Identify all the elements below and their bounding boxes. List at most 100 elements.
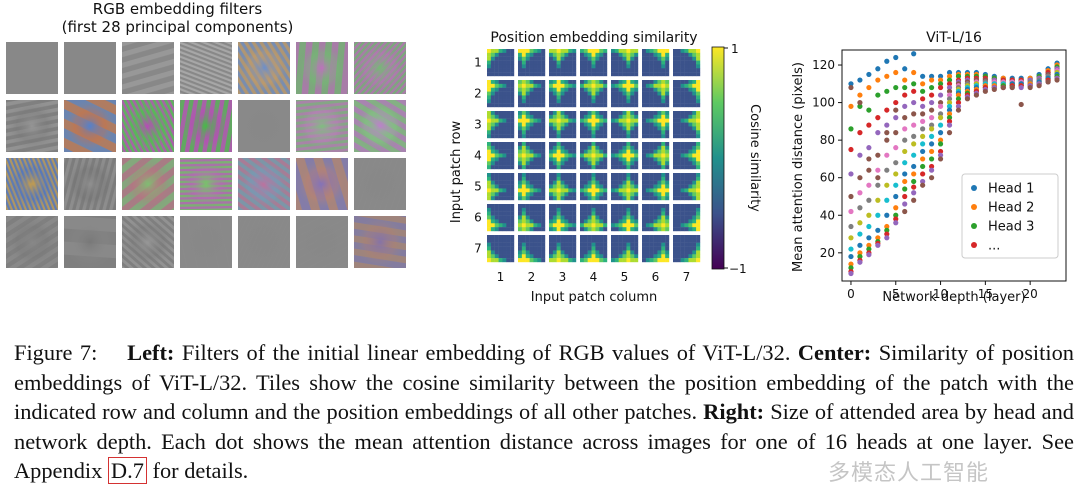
data-point bbox=[857, 190, 863, 196]
filter-tile bbox=[238, 100, 290, 152]
caption-end-text: for details. bbox=[152, 458, 249, 483]
watermark: 多模态人工智能 bbox=[828, 461, 990, 486]
data-point bbox=[857, 130, 863, 136]
row-tick: 1 bbox=[474, 56, 482, 70]
y-tick-label: 120 bbox=[812, 58, 835, 72]
y-tick-label: 80 bbox=[820, 133, 835, 147]
data-point bbox=[857, 250, 863, 256]
data-point bbox=[1018, 101, 1024, 108]
similarity-tile bbox=[642, 80, 670, 108]
data-point bbox=[1054, 77, 1060, 83]
row-tick: 7 bbox=[474, 242, 482, 256]
data-point bbox=[884, 223, 890, 230]
data-point bbox=[893, 107, 899, 113]
data-point bbox=[902, 186, 908, 192]
data-point bbox=[848, 246, 854, 252]
data-point bbox=[902, 92, 908, 98]
similarity-tile bbox=[611, 235, 639, 263]
data-point bbox=[884, 197, 890, 203]
left-panel-title: RGB embedding filters (first 28 principa… bbox=[0, 0, 355, 36]
data-point bbox=[920, 148, 926, 155]
data-point bbox=[937, 99, 944, 106]
data-point bbox=[955, 73, 962, 79]
data-point bbox=[973, 92, 979, 98]
data-point bbox=[902, 193, 908, 200]
data-point bbox=[929, 122, 935, 128]
data-point bbox=[920, 156, 926, 162]
data-point bbox=[955, 103, 962, 109]
data-point bbox=[911, 99, 917, 106]
similarity-tile bbox=[549, 142, 577, 170]
x-tick-label: 0 bbox=[847, 287, 855, 301]
similarity-tile bbox=[487, 142, 515, 170]
similarity-tile bbox=[487, 80, 515, 108]
data-point bbox=[929, 148, 935, 155]
appendix-link[interactable]: D.7 bbox=[107, 457, 147, 484]
data-point bbox=[911, 163, 917, 170]
data-point bbox=[929, 77, 935, 83]
similarity-tile bbox=[580, 142, 608, 170]
data-point bbox=[848, 270, 854, 277]
y-tick-label: 60 bbox=[820, 171, 835, 185]
similarity-tile bbox=[642, 235, 670, 263]
data-point bbox=[884, 107, 890, 113]
data-point bbox=[884, 137, 890, 143]
similarity-tile bbox=[611, 111, 639, 139]
data-point bbox=[920, 141, 926, 147]
similarity-tile bbox=[642, 49, 670, 77]
similarity-tile bbox=[673, 111, 701, 139]
data-point bbox=[946, 103, 953, 109]
filter-tile bbox=[238, 42, 290, 94]
data-point bbox=[955, 99, 962, 106]
filter-tile bbox=[6, 216, 58, 268]
filter-tile bbox=[354, 100, 406, 152]
filter-tile bbox=[64, 216, 116, 268]
similarity-tile bbox=[673, 142, 701, 170]
row-tick: 4 bbox=[474, 149, 482, 163]
col-tick: 4 bbox=[590, 270, 598, 284]
data-point bbox=[1009, 84, 1015, 91]
data-point bbox=[929, 167, 935, 173]
data-point bbox=[893, 220, 899, 226]
data-point bbox=[848, 223, 854, 230]
legend-marker bbox=[971, 242, 977, 248]
filter-tile bbox=[6, 42, 58, 94]
data-point bbox=[866, 71, 872, 78]
data-point bbox=[866, 145, 872, 151]
data-point bbox=[893, 115, 899, 121]
data-point bbox=[911, 51, 917, 57]
similarity-tile bbox=[673, 80, 701, 108]
data-point bbox=[866, 235, 872, 241]
similarity-tile bbox=[518, 142, 546, 170]
data-point bbox=[866, 197, 872, 203]
data-point bbox=[884, 235, 890, 241]
filter-tile bbox=[296, 216, 348, 268]
data-point bbox=[1036, 83, 1042, 89]
data-point bbox=[946, 77, 953, 83]
similarity-tile bbox=[611, 49, 639, 77]
data-point bbox=[893, 171, 899, 177]
data-point bbox=[866, 242, 872, 248]
data-point bbox=[929, 163, 935, 170]
data-point bbox=[937, 73, 944, 79]
similarity-tile bbox=[580, 204, 608, 232]
data-point bbox=[937, 103, 944, 109]
similarity-tile bbox=[673, 204, 701, 232]
similarity-tile bbox=[549, 80, 577, 108]
data-point bbox=[875, 197, 881, 203]
data-point bbox=[857, 175, 863, 181]
data-point bbox=[875, 115, 881, 121]
data-point bbox=[857, 205, 863, 211]
data-point bbox=[866, 246, 872, 252]
similarity-tile bbox=[549, 49, 577, 77]
data-point bbox=[937, 77, 944, 83]
data-point bbox=[884, 231, 890, 237]
data-point bbox=[875, 92, 881, 98]
filter-tile bbox=[180, 100, 232, 152]
data-point bbox=[920, 88, 926, 94]
data-point bbox=[911, 122, 917, 128]
data-point bbox=[902, 201, 908, 207]
